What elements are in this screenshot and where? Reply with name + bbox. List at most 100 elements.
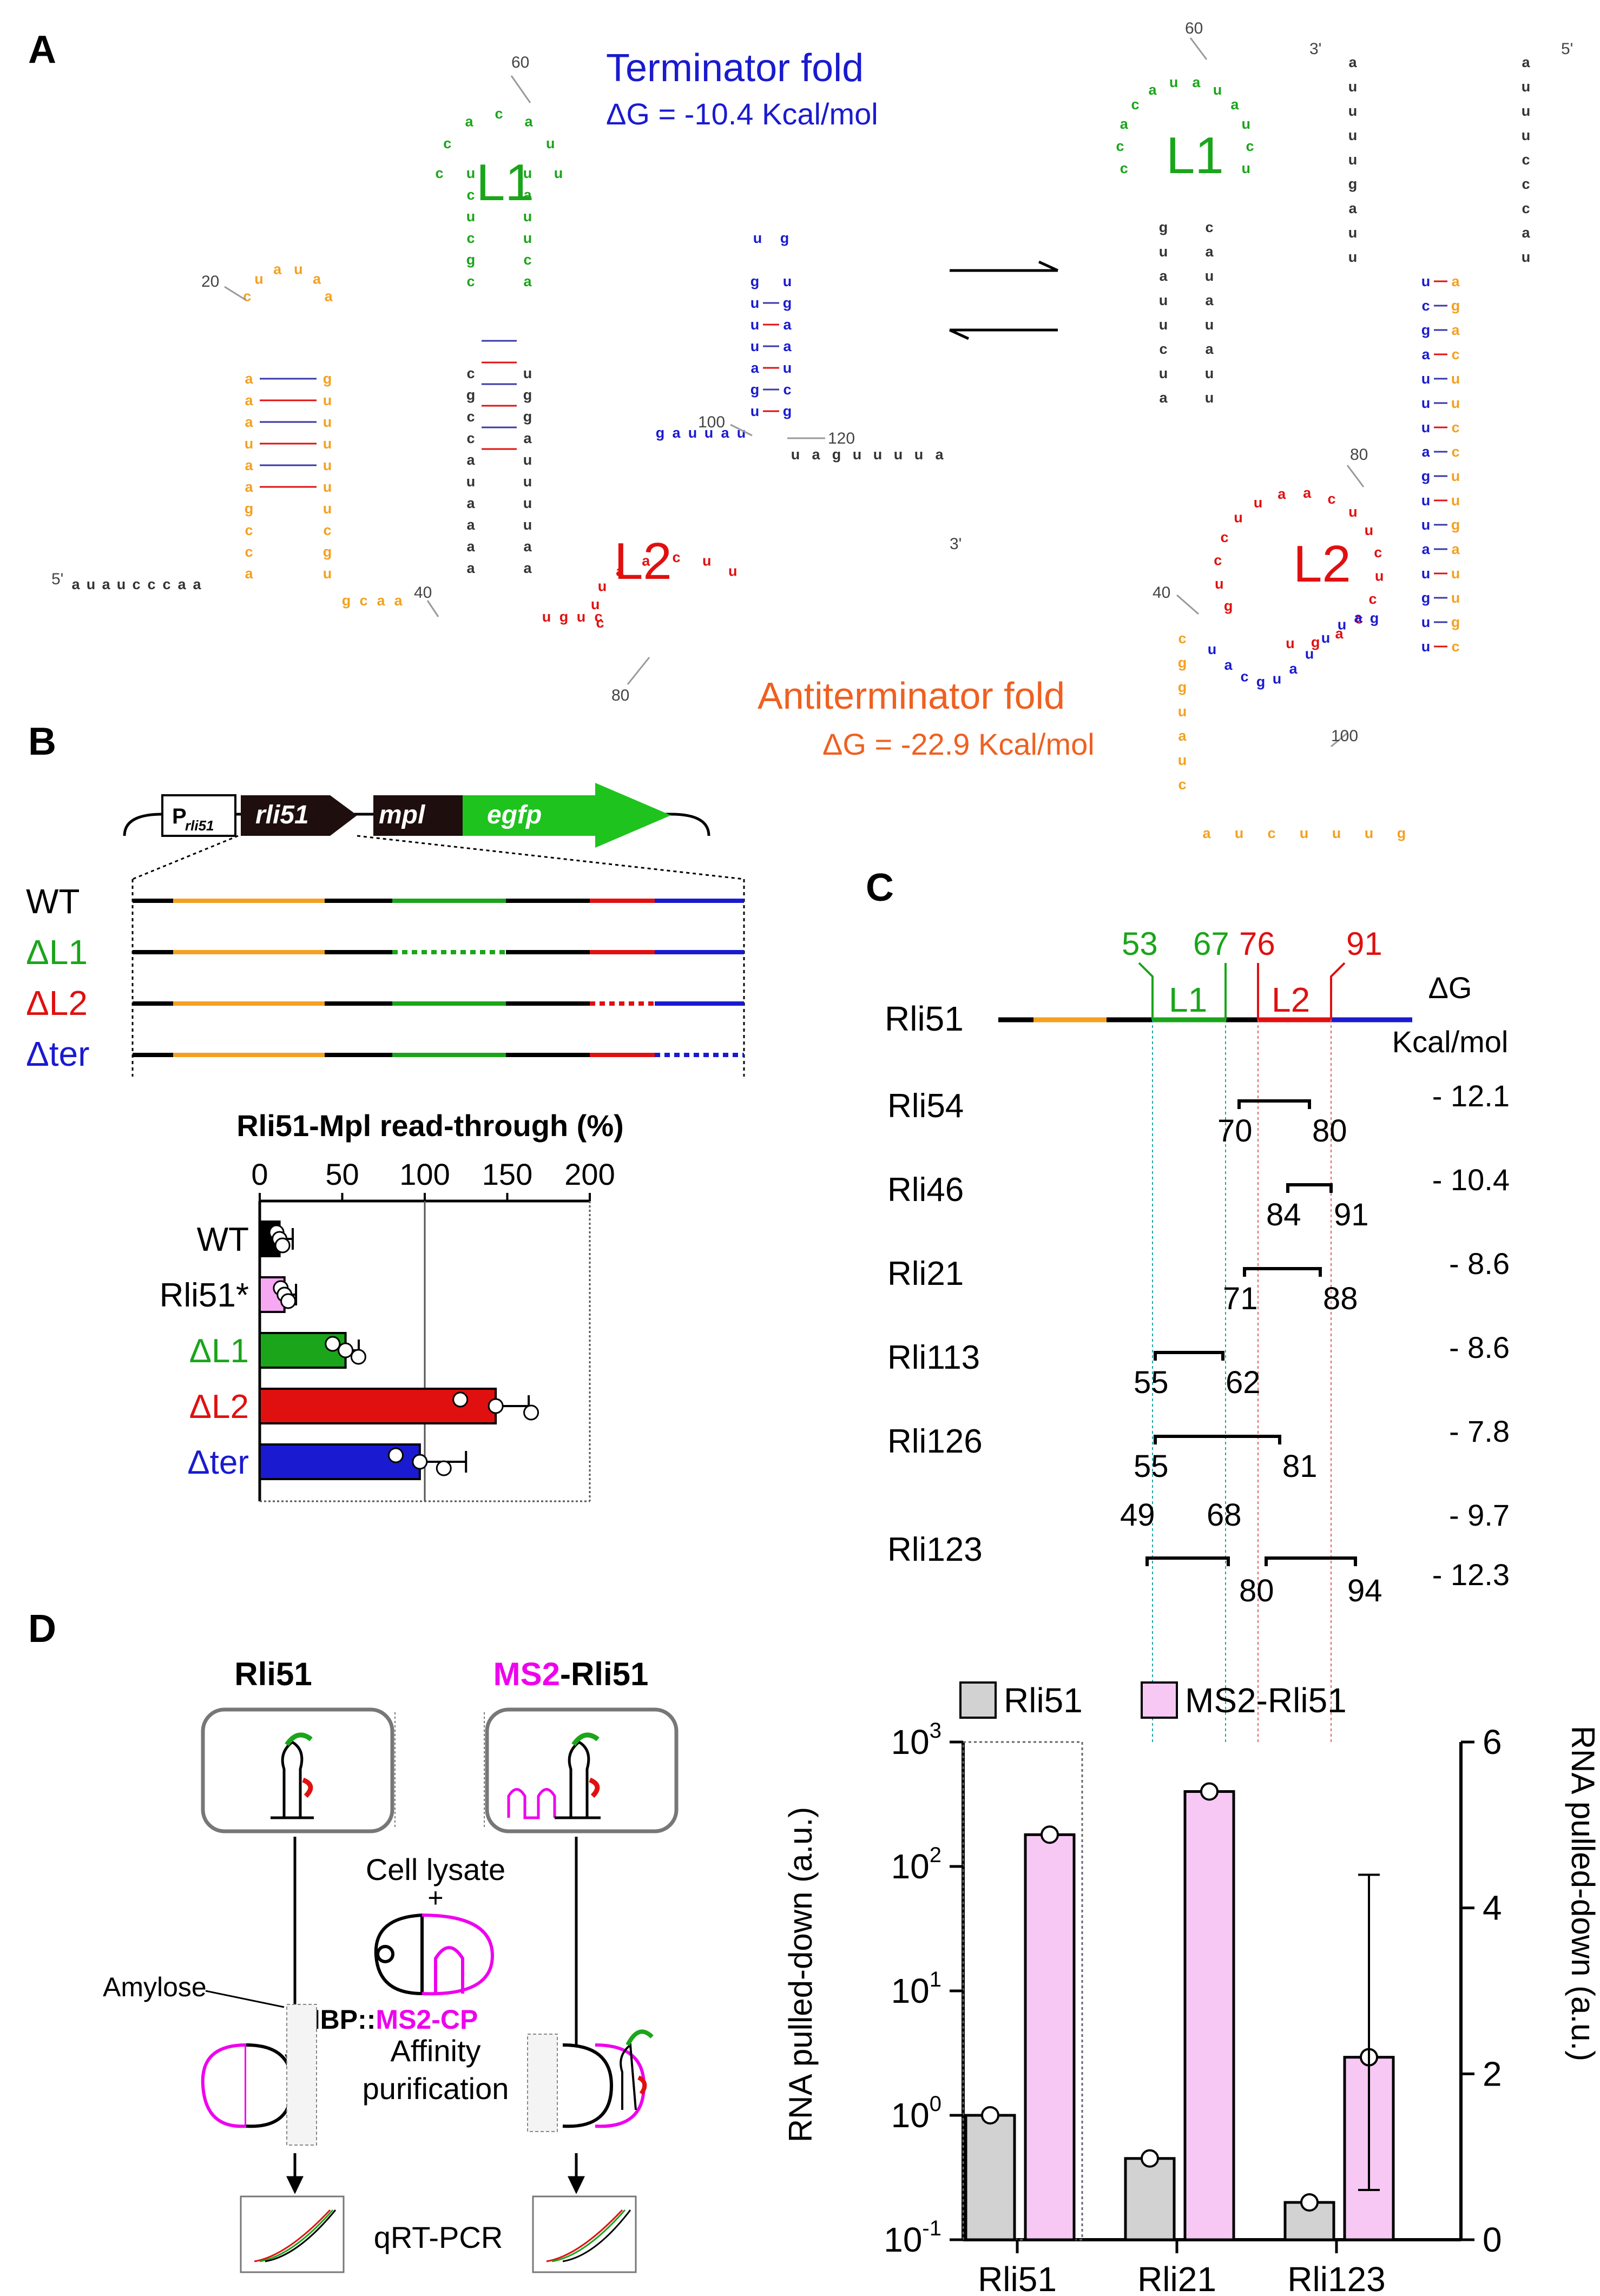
- bar-ms2-rli51: [1183, 1790, 1235, 2241]
- nt-black-3: u: [1205, 268, 1214, 284]
- egfp-gene-label: egfp: [487, 801, 542, 829]
- tick-80-right: 80: [1350, 446, 1368, 464]
- nt-stem-5: c: [466, 365, 475, 381]
- nt-orange-3: g: [323, 544, 332, 560]
- nt-green-loop: c: [1131, 96, 1140, 113]
- terminator-dg: ΔG = -10.4 Kcal/mol: [606, 97, 878, 131]
- nt-red-link: g: [559, 609, 569, 625]
- bar-ms2-rli51: [1024, 1833, 1076, 2241]
- nt-link: c: [359, 592, 367, 609]
- y2-tick-label: 2: [1483, 2054, 1502, 2093]
- nt-black-3: a: [1205, 243, 1214, 260]
- nt-red-loop: c: [1374, 544, 1382, 560]
- nt-orange-5: c: [1178, 630, 1186, 646]
- bracket-start: 49: [1120, 1497, 1155, 1533]
- nt-orange-5: g: [1178, 679, 1187, 695]
- nt-green-loop: u: [1242, 160, 1251, 176]
- nt-blue-col: g: [1421, 590, 1431, 606]
- nt-lead: c: [132, 576, 140, 592]
- ms2-tag: MS2: [493, 1656, 560, 1692]
- x-tick-label: 100: [399, 1157, 450, 1191]
- y-tick-base: 10: [891, 1723, 930, 1761]
- nt-lead: a: [71, 576, 80, 592]
- nt-blue-bottom: a: [1224, 657, 1233, 673]
- nt-red-loop: a: [1303, 485, 1312, 501]
- nt-blue-5: g: [750, 273, 760, 289]
- panel-b-label: B: [28, 720, 56, 763]
- dg-unit: Kcal/mol: [1392, 1025, 1509, 1059]
- nt-l2-loop: c: [672, 549, 680, 565]
- nt-black-3: c: [1205, 219, 1213, 235]
- nt-green-loop: a: [524, 114, 533, 130]
- nt-green-3: u: [523, 230, 532, 246]
- nt-tail: u: [894, 446, 903, 463]
- bound-complex-2: [527, 2029, 654, 2132]
- y-tick-exp: 2: [930, 1843, 941, 1867]
- nt-black-5: u: [1159, 292, 1168, 308]
- nt-orange-3: u: [323, 392, 332, 408]
- rna-cartoon-2: [507, 1732, 601, 1819]
- nt-orange-3: u: [323, 414, 332, 430]
- data-point: [412, 1454, 428, 1470]
- nt-stem-5: c: [466, 430, 475, 446]
- nt-tail: a: [812, 446, 820, 463]
- nt-stem-3: u: [523, 495, 532, 511]
- cell-rli51: [201, 1707, 394, 1833]
- nt-green-loop: c: [443, 135, 451, 151]
- cell-ms2-rli51: [485, 1707, 679, 1833]
- bracket-start: 55: [1134, 1365, 1169, 1400]
- bracket-start: 70: [1217, 1113, 1253, 1149]
- nt-black-3: u: [1205, 365, 1214, 381]
- nt-red-loop: u: [1234, 509, 1243, 525]
- nt-tail: u: [853, 446, 862, 463]
- pos-76: 76: [1239, 926, 1275, 962]
- nt-orange-col: u: [1451, 565, 1460, 582]
- bracket: [1243, 1267, 1322, 1277]
- tick-100-right: 100: [1331, 727, 1358, 745]
- nt-blue-bottom: g: [1256, 674, 1266, 690]
- nt-stem-5: a: [466, 452, 475, 468]
- nt-lead: u: [87, 576, 96, 592]
- bound-complex-1: [201, 2004, 317, 2146]
- nt-orange-3: u: [323, 457, 332, 473]
- affinity-text-1: Affinity: [390, 2034, 480, 2068]
- nt-l2-loop: c: [596, 615, 604, 631]
- nt-blue-col: g: [1421, 322, 1431, 338]
- bracket-end: 62: [1226, 1365, 1261, 1400]
- tick-40-left: 40: [414, 584, 432, 602]
- schematic-rli51-title: Rli51: [234, 1656, 312, 1692]
- data-point: [1141, 2149, 1159, 2168]
- right-l2-label: L2: [1293, 535, 1351, 593]
- nt-lead: a: [177, 576, 186, 592]
- srna-name: Rli21: [887, 1255, 964, 1292]
- nt-orange-3: u: [323, 565, 332, 582]
- nt-black-5: u: [1159, 365, 1168, 381]
- bar-category-label: ΔL2: [189, 1388, 249, 1426]
- srna-dg: - 7.8: [1449, 1414, 1510, 1448]
- affinity-text-2: purification: [363, 2071, 509, 2106]
- data-point: [338, 1342, 354, 1358]
- nt-top-right: u: [1522, 249, 1531, 265]
- legend-swatch-ms2: [1141, 1681, 1178, 1719]
- nt-orange-col: a: [1451, 273, 1460, 289]
- x-category-label: Rli51: [978, 2260, 1057, 2296]
- nt-green-5: c: [466, 187, 475, 203]
- tick-60-left: 60: [511, 54, 529, 71]
- nt-green-loop: u: [1242, 116, 1251, 132]
- x-tick-label: 200: [564, 1157, 615, 1191]
- amylose-label: Amylose: [103, 1972, 207, 2002]
- nt-green-5: c: [466, 273, 475, 289]
- nt-red-loop: c: [1369, 591, 1377, 607]
- nt-red-link: c: [594, 609, 602, 625]
- nt-lead: c: [162, 576, 170, 592]
- nt-lead: c: [147, 576, 155, 592]
- nt-orange-5: c: [245, 522, 253, 538]
- nt-orange-col: u: [1451, 371, 1460, 387]
- nt-top-left: u: [1348, 127, 1358, 143]
- tick-20-left: 20: [201, 273, 219, 291]
- nt-blue-run: g: [656, 425, 665, 441]
- nt-black-5: c: [1159, 341, 1167, 357]
- nt-green-5: u: [466, 165, 476, 181]
- egfp-gene: [463, 783, 671, 848]
